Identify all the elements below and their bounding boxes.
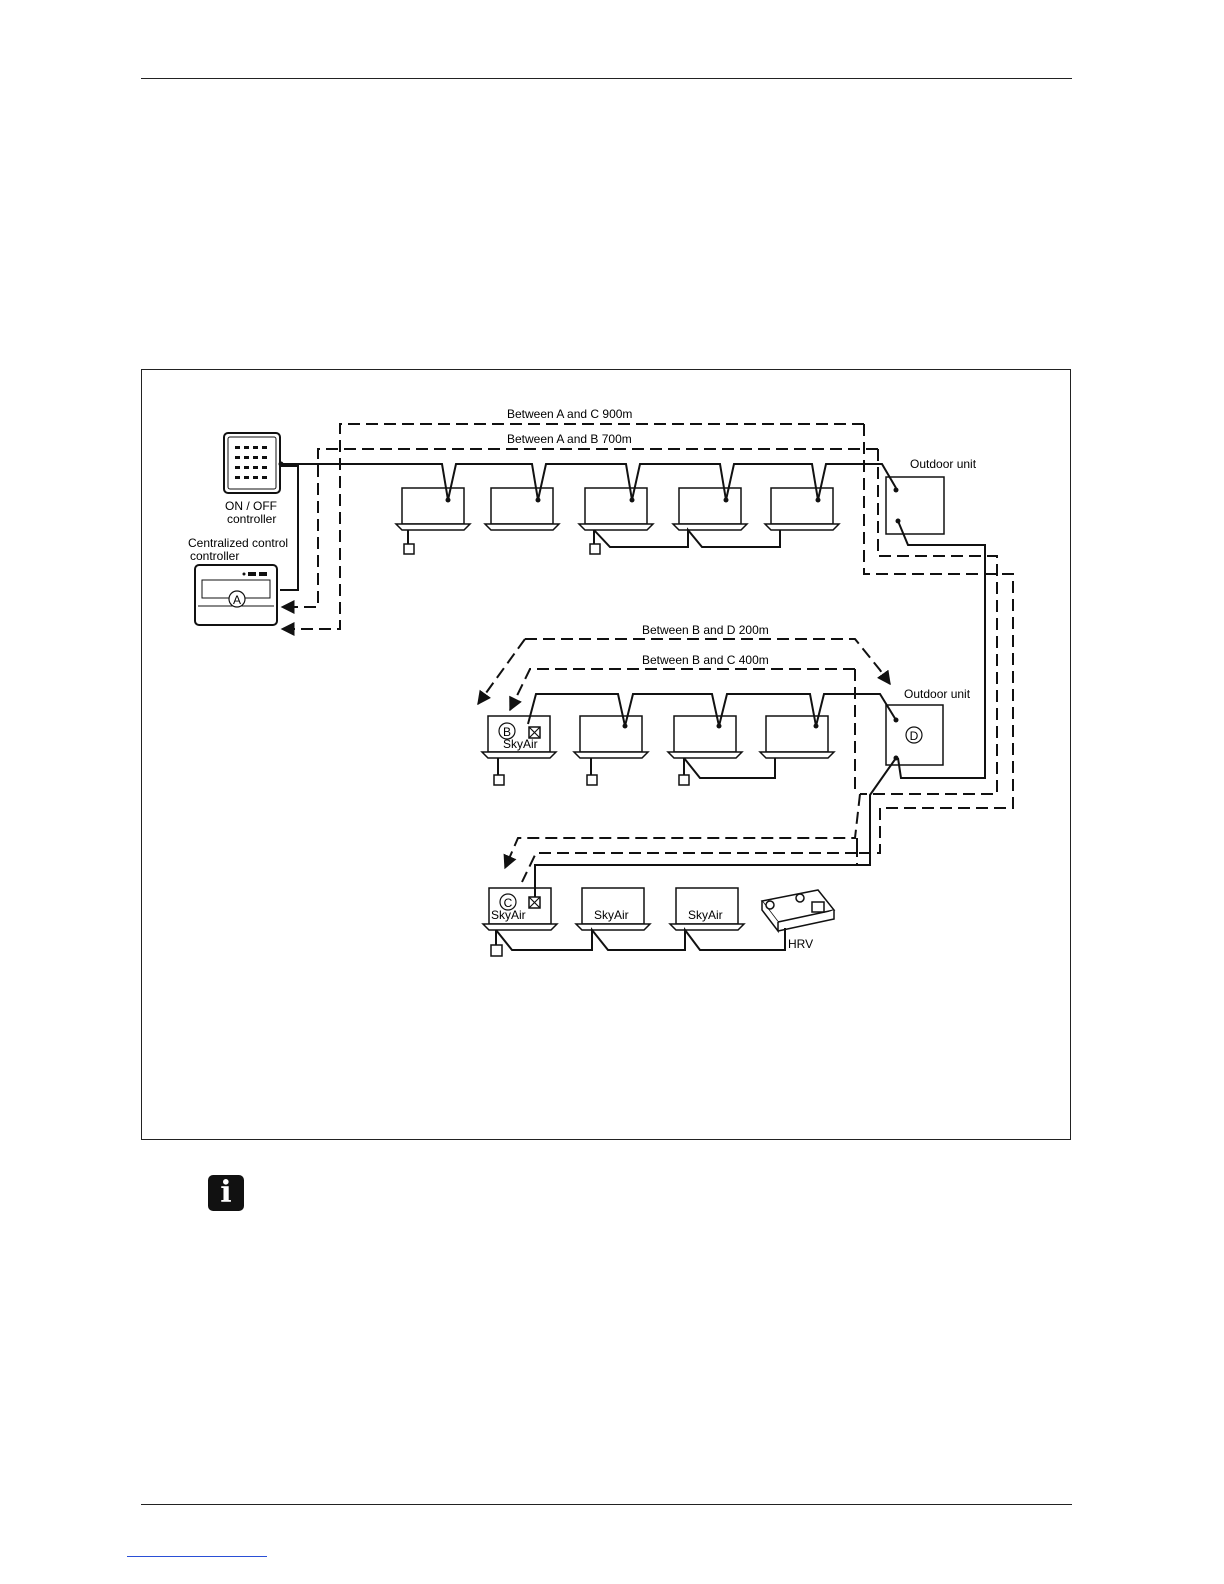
hrv-label: HRV	[788, 937, 813, 951]
label-b-to-c: Between B and C 400m	[642, 653, 769, 667]
label-b-to-d: Between B and D 200m	[642, 623, 769, 637]
central-label-1: Centralized control	[188, 536, 288, 550]
outdoor-unit-top-label: Outdoor unit	[910, 457, 977, 471]
footer-rule	[141, 1504, 1072, 1505]
skyair-3-label: SkyAir	[688, 908, 723, 922]
on-off-label-1: ON / OFF	[225, 499, 277, 513]
label-a-to-b: Between A and B 700m	[507, 432, 632, 446]
label-a-to-c: Between A and C 900m	[507, 407, 632, 421]
outdoor-unit-d-label: Outdoor unit	[904, 687, 971, 701]
marker-a: A	[233, 593, 241, 607]
central-label-2: controller	[190, 549, 239, 563]
on-off-label-2: controller	[227, 512, 276, 526]
hrv-unit	[762, 890, 834, 931]
indoor-units-row-1	[396, 488, 839, 554]
skyair-c-label: SkyAir	[491, 908, 526, 922]
footer-link-underline[interactable]	[127, 1556, 267, 1557]
skyair-b-label: SkyAir	[503, 737, 538, 751]
on-off-controller	[224, 433, 280, 493]
skyair-2-label: SkyAir	[594, 908, 629, 922]
marker-d: D	[910, 729, 919, 743]
wiring-solid	[280, 464, 985, 950]
indoor-units-row-3	[483, 888, 744, 956]
info-icon: i	[208, 1175, 244, 1211]
